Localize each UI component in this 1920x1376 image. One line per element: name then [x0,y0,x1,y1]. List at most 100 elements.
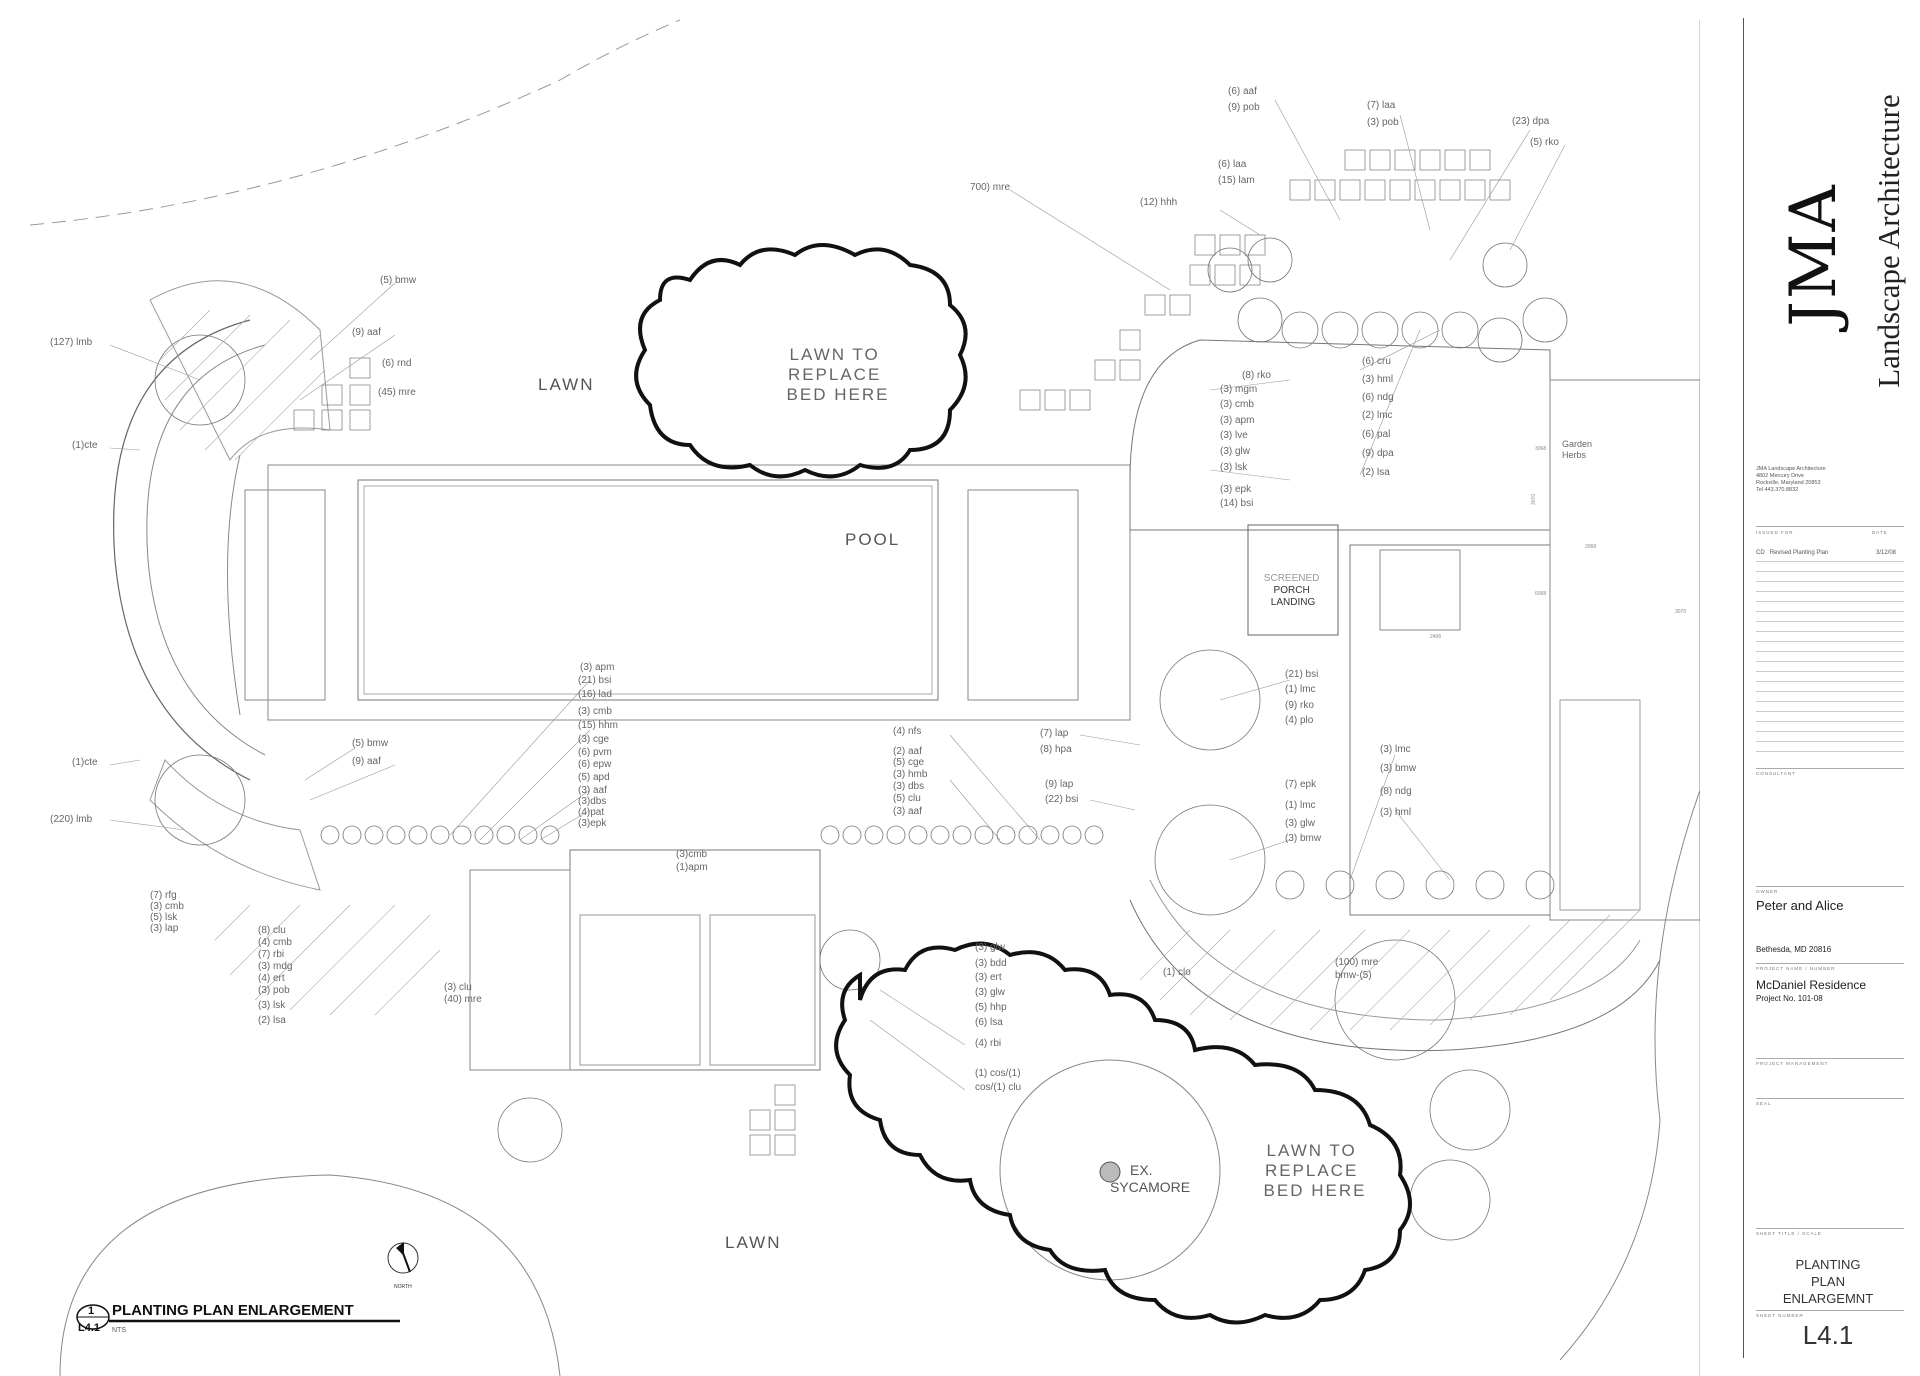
plant-callout: (9) dpa [1362,448,1394,459]
plant-callout: (7) epk [1285,779,1317,790]
plant-callout: (9) pob [1228,102,1260,113]
sheet-number-label: SHEET NUMBER [1756,1313,1804,1318]
plant-callout: (21) bsi [1285,669,1318,680]
plant-callout: (5) rko [1530,137,1559,148]
north-label: NORTH [394,1284,412,1290]
project-label: PROJECT NAME / NUMBER [1756,966,1836,971]
plant-callout: (3)dbs [578,796,606,807]
issue-row: CD Revised Planting Plan 3/12/08 [1756,550,1897,556]
firm-logo-text: JMA [1777,183,1851,327]
drawing-title: PLANTING PLAN ENLARGEMENT [112,1302,354,1319]
dimension-label: 2406 [1430,634,1441,640]
dimension-label: 3070 [1675,609,1686,615]
sheet-number: L4.1 [1802,1320,1854,1350]
dimension-label: 3070 [1531,494,1537,505]
plant-circles [154,237,1568,1241]
plant-callout: (3) aaf [578,785,607,796]
plant-callout: (8) clu [258,925,286,936]
lawn-label-top: LAWN [538,375,595,394]
plant-callout: (16) lad [578,689,612,700]
plant-callout: (3) hmb [893,769,928,780]
plant-callout: (1) clo [1163,967,1191,978]
sheet-title: PLANTING PLAN ENLARGEMNT [1782,1257,1874,1306]
lawn-to-replace-label-1: LAWN TO REPLACE BED HERE [787,345,890,404]
consultant-label: CONSULTANT [1756,771,1796,776]
plant-callout: (3) epk [1220,484,1252,495]
plant-callout: (3) hml [1380,807,1411,818]
plant-callout: (3) mdg [258,961,292,972]
plant-callout: (5) cge [893,757,925,768]
walk-curve [1129,899,1661,1052]
plant-callout: (6) pvm [578,747,612,758]
house-right [1549,379,1700,921]
plant-callout: (8) hpa [1040,744,1072,755]
plant-callout: (3) cmb [150,901,184,912]
plant-callout: (15) lam [1218,175,1255,186]
plant-callout: (4) plo [1285,715,1314,726]
firm-name: Landscape Architecture [1871,94,1906,388]
sheet-ref-number: 1 [88,1305,94,1317]
plant-callout: (3) ert [975,972,1002,983]
plant-callout: (3) lmc [1380,744,1411,755]
owner-label: OWNER [1756,889,1779,894]
plant-callout: (6) cru [1362,356,1391,367]
plant-callout: (7) rfg [150,890,177,901]
spa-left [244,489,326,701]
paver-grid-top-left [293,357,371,431]
dimension-label: 3068 [1535,446,1546,452]
plant-callout: (7) lap [1040,728,1069,739]
plant-callout: (3) cmb [578,706,612,717]
plant-callout: (6) rnd [382,358,411,369]
firm-logo: JMA Landscape Architecture [1754,48,1906,468]
sheet-ref-sheet: L4.1 [78,1322,100,1334]
plant-callout: (21) bsi [578,675,611,686]
plant-callout: (2) aaf [893,746,922,757]
revision-cloud-1 [634,243,968,479]
plant-callout: (5) clu [893,793,921,804]
plant-callout: (4) nfs [893,726,921,737]
plant-callout: (5) bmw [352,738,389,749]
plant-callout: (23) dpa [1512,116,1550,127]
project-number: Project No. 101-08 [1756,994,1823,1003]
plant-callout: (220) lmb [50,814,93,825]
plant-callout: (5) lsk [150,912,178,923]
courtyard-wall [1129,339,1551,531]
sheet-reference-bubble [76,1304,400,1330]
spa-right [967,489,1079,701]
plant-callout: (3) dbs [893,781,924,792]
plant-callout: (6) epw [578,759,612,770]
plant-callout: (7) rbi [258,949,284,960]
plant-callout: (6) pal [1362,429,1390,440]
paver-grid-top-right [1019,149,1511,411]
property-line [29,19,681,226]
plant-callout: 700) mre [970,182,1010,193]
plant-callout: (100) mre [1335,957,1379,968]
plant-callout: (3) bmw [1285,833,1322,844]
plant-callout: (3) pob [1367,117,1399,128]
plant-callout: (2) lmc [1362,410,1393,421]
plant-callout: (6) ndg [1362,392,1394,403]
plant-callout: (3) mgm [1220,384,1257,395]
plant-callout: (3) lsk [1220,462,1248,473]
plant-callout: (3)epk [578,818,607,829]
planting-plan-drawing: LAWN LAWN POOL Garden Herbs SCREENED POR… [29,19,1700,1376]
plant-callout: (14) bsi [1220,498,1253,509]
paver-grid-bottom-center [749,1084,796,1156]
sycamore-label: EX. SYCAMORE [1110,1162,1190,1195]
screened-porch-label: SCREENED PORCH LANDING [1264,573,1322,608]
plant-callout: (6) aaf [1228,86,1257,97]
plant-callout: (1)cte [72,440,98,451]
plant-callout: cos/(1) clu [975,1082,1021,1093]
plant-callout: (2) lsa [1362,467,1390,478]
plant-callout: (3) bdd [975,958,1007,969]
plant-callout: (5) bmw [380,275,417,286]
garden-herbs-label: Garden Herbs [1562,439,1595,460]
plant-callout: (12) hhh [1140,197,1177,208]
leader-lines [109,99,1566,1091]
plant-callout: (3) pob [258,985,290,996]
plant-callout: (3) apm [580,662,614,673]
arbor-bed-hatch [149,280,331,461]
plant-callout: (9) aaf [352,327,381,338]
plant-callout: (5) apd [578,772,610,783]
plant-callout: (9) rko [1285,700,1314,711]
